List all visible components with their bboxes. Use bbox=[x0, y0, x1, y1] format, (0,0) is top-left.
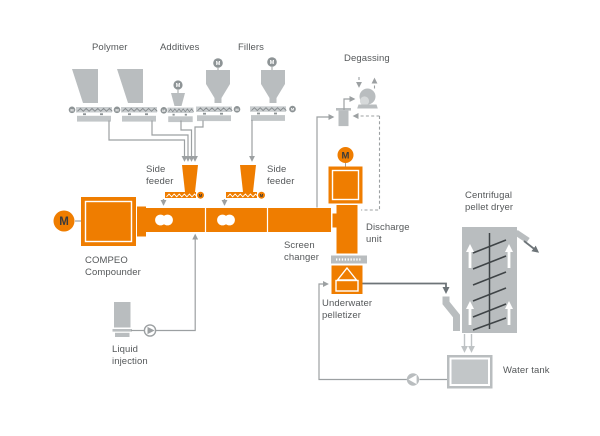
svg-text:M: M bbox=[260, 193, 264, 198]
degassing-unit bbox=[316, 77, 381, 211]
water-pump-icon bbox=[406, 373, 420, 386]
motor-icon bbox=[113, 106, 121, 114]
water-return-line bbox=[318, 281, 447, 386]
polymer-hopper-1: M bbox=[68, 69, 113, 123]
label-polymer: Polymer bbox=[92, 42, 128, 53]
label-underwater-pelletizer: Underwater pelletizer bbox=[322, 298, 373, 321]
discharge-unit: M bbox=[328, 147, 363, 254]
side-feeder-2: M bbox=[221, 165, 265, 206]
svg-text:M: M bbox=[115, 107, 119, 112]
water-tank bbox=[447, 355, 493, 389]
vacuum-pump-icon bbox=[357, 88, 378, 109]
label-side-feeder-1: Side feeder bbox=[146, 164, 174, 187]
motor-icon bbox=[173, 80, 183, 90]
svg-text:M: M bbox=[216, 61, 221, 67]
motor-icon bbox=[233, 106, 241, 113]
motor-icon bbox=[337, 147, 354, 163]
svg-text:M: M bbox=[176, 83, 181, 89]
side-feeder-1: M bbox=[160, 165, 204, 206]
svg-text:M: M bbox=[270, 60, 275, 66]
svg-text:M: M bbox=[162, 108, 166, 113]
label-side-feeder-2: Side feeder bbox=[267, 164, 295, 187]
svg-text:M: M bbox=[59, 216, 69, 228]
centrifugal-pellet-dryer bbox=[461, 227, 540, 353]
svg-text:M: M bbox=[199, 193, 203, 198]
svg-text:M: M bbox=[291, 107, 295, 112]
label-fillers: Fillers bbox=[238, 42, 265, 53]
liquid-tank bbox=[114, 302, 131, 328]
label-water-tank: Water tank bbox=[503, 365, 550, 376]
label-degassing: Degassing bbox=[344, 53, 390, 64]
label-screen-changer: Screen changer bbox=[284, 240, 320, 263]
label-discharge-unit: Discharge unit bbox=[366, 222, 410, 245]
additives-hopper-large: M M bbox=[195, 58, 241, 122]
motor-icon bbox=[258, 191, 265, 199]
underwater-pelletizer bbox=[331, 265, 363, 294]
motor-icon bbox=[213, 58, 223, 68]
dryer-inlet-chute bbox=[442, 296, 460, 331]
fillers-hopper: M M bbox=[249, 57, 296, 122]
dryer-screw-icon bbox=[472, 239, 507, 331]
main-motor-icon bbox=[53, 210, 75, 232]
pump-icon bbox=[143, 324, 157, 337]
polymer-hopper-2: M bbox=[113, 69, 158, 123]
label-additives: Additives bbox=[160, 42, 200, 53]
liquid-injection-unit bbox=[112, 233, 199, 337]
pellet-outlet-chute bbox=[514, 230, 530, 243]
compounder-extruder: M bbox=[53, 197, 338, 246]
svg-text:M: M bbox=[70, 107, 74, 112]
motor-icon bbox=[197, 191, 204, 199]
motor-icon bbox=[68, 106, 76, 114]
label-liquid-injection: Liquid injection bbox=[112, 344, 148, 367]
twin-screw-icon bbox=[155, 214, 235, 226]
motor-icon bbox=[289, 105, 296, 113]
label-compounder: COMPEO Compounder bbox=[85, 255, 141, 278]
svg-text:M: M bbox=[342, 150, 350, 161]
condenser bbox=[338, 110, 349, 127]
pellet-slurry-line bbox=[362, 282, 460, 331]
motor-icon bbox=[267, 57, 277, 67]
feed-lines bbox=[108, 119, 255, 162]
airflow-arrows bbox=[466, 244, 513, 325]
svg-text:M: M bbox=[235, 107, 239, 112]
label-centrifugal-pellet-dryer: Centrifugal pellet dryer bbox=[465, 190, 514, 213]
additives-hopper-small: M M bbox=[160, 80, 195, 123]
screen-changer bbox=[331, 255, 367, 264]
motor-icon bbox=[160, 107, 168, 114]
